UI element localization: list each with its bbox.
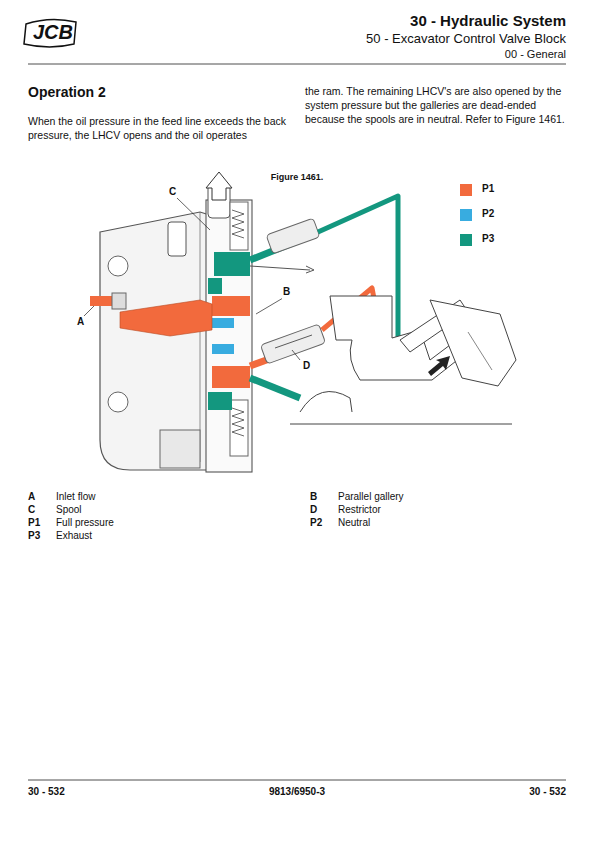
document-number: 9813/6950-3 xyxy=(269,786,325,799)
page-number: 30 - 532 xyxy=(28,786,65,799)
legend-text: P1 xyxy=(482,183,494,196)
callout-letter: C xyxy=(168,186,177,199)
key-text: Full pressure xyxy=(56,517,114,530)
callout-letter: D xyxy=(302,360,311,373)
key-text: Exhaust xyxy=(56,530,92,543)
key-text: Neutral xyxy=(338,517,370,530)
key-text: Restrictor xyxy=(338,504,381,517)
key-letter: C xyxy=(28,504,35,517)
legend-swatch xyxy=(460,184,472,196)
legend-swatch xyxy=(460,209,472,221)
subsection-title: 00 - General xyxy=(505,48,566,62)
logo-text: JCB xyxy=(33,20,73,45)
key-text: Spool xyxy=(56,504,82,517)
key-letter: A xyxy=(28,491,35,504)
key-letter: B xyxy=(310,491,317,504)
body-text: When the oil pressure in the feed line e… xyxy=(28,114,290,142)
body-text: the ram. The remaining LHCV's are also o… xyxy=(305,84,567,126)
figure-caption: Figure 1461. xyxy=(271,172,324,183)
key-letter: D xyxy=(310,504,317,517)
section-title: 50 - Excavator Control Valve Block xyxy=(366,31,566,47)
section-heading: Operation 2 xyxy=(28,84,106,102)
key-letter: P2 xyxy=(310,517,322,530)
callout-letter: A xyxy=(76,316,85,329)
chapter-title: 30 - Hydraulic System xyxy=(410,12,566,31)
key-text: Inlet flow xyxy=(56,491,95,504)
key-text: Parallel gallery xyxy=(338,491,404,504)
key-letter: P3 xyxy=(28,530,40,543)
legend-text: P2 xyxy=(482,208,494,221)
legend-text: P3 xyxy=(482,233,494,246)
legend-swatch xyxy=(460,234,472,246)
page-number: 30 - 532 xyxy=(529,786,566,799)
key-letter: P1 xyxy=(28,517,40,530)
callout-letter: B xyxy=(282,286,291,299)
